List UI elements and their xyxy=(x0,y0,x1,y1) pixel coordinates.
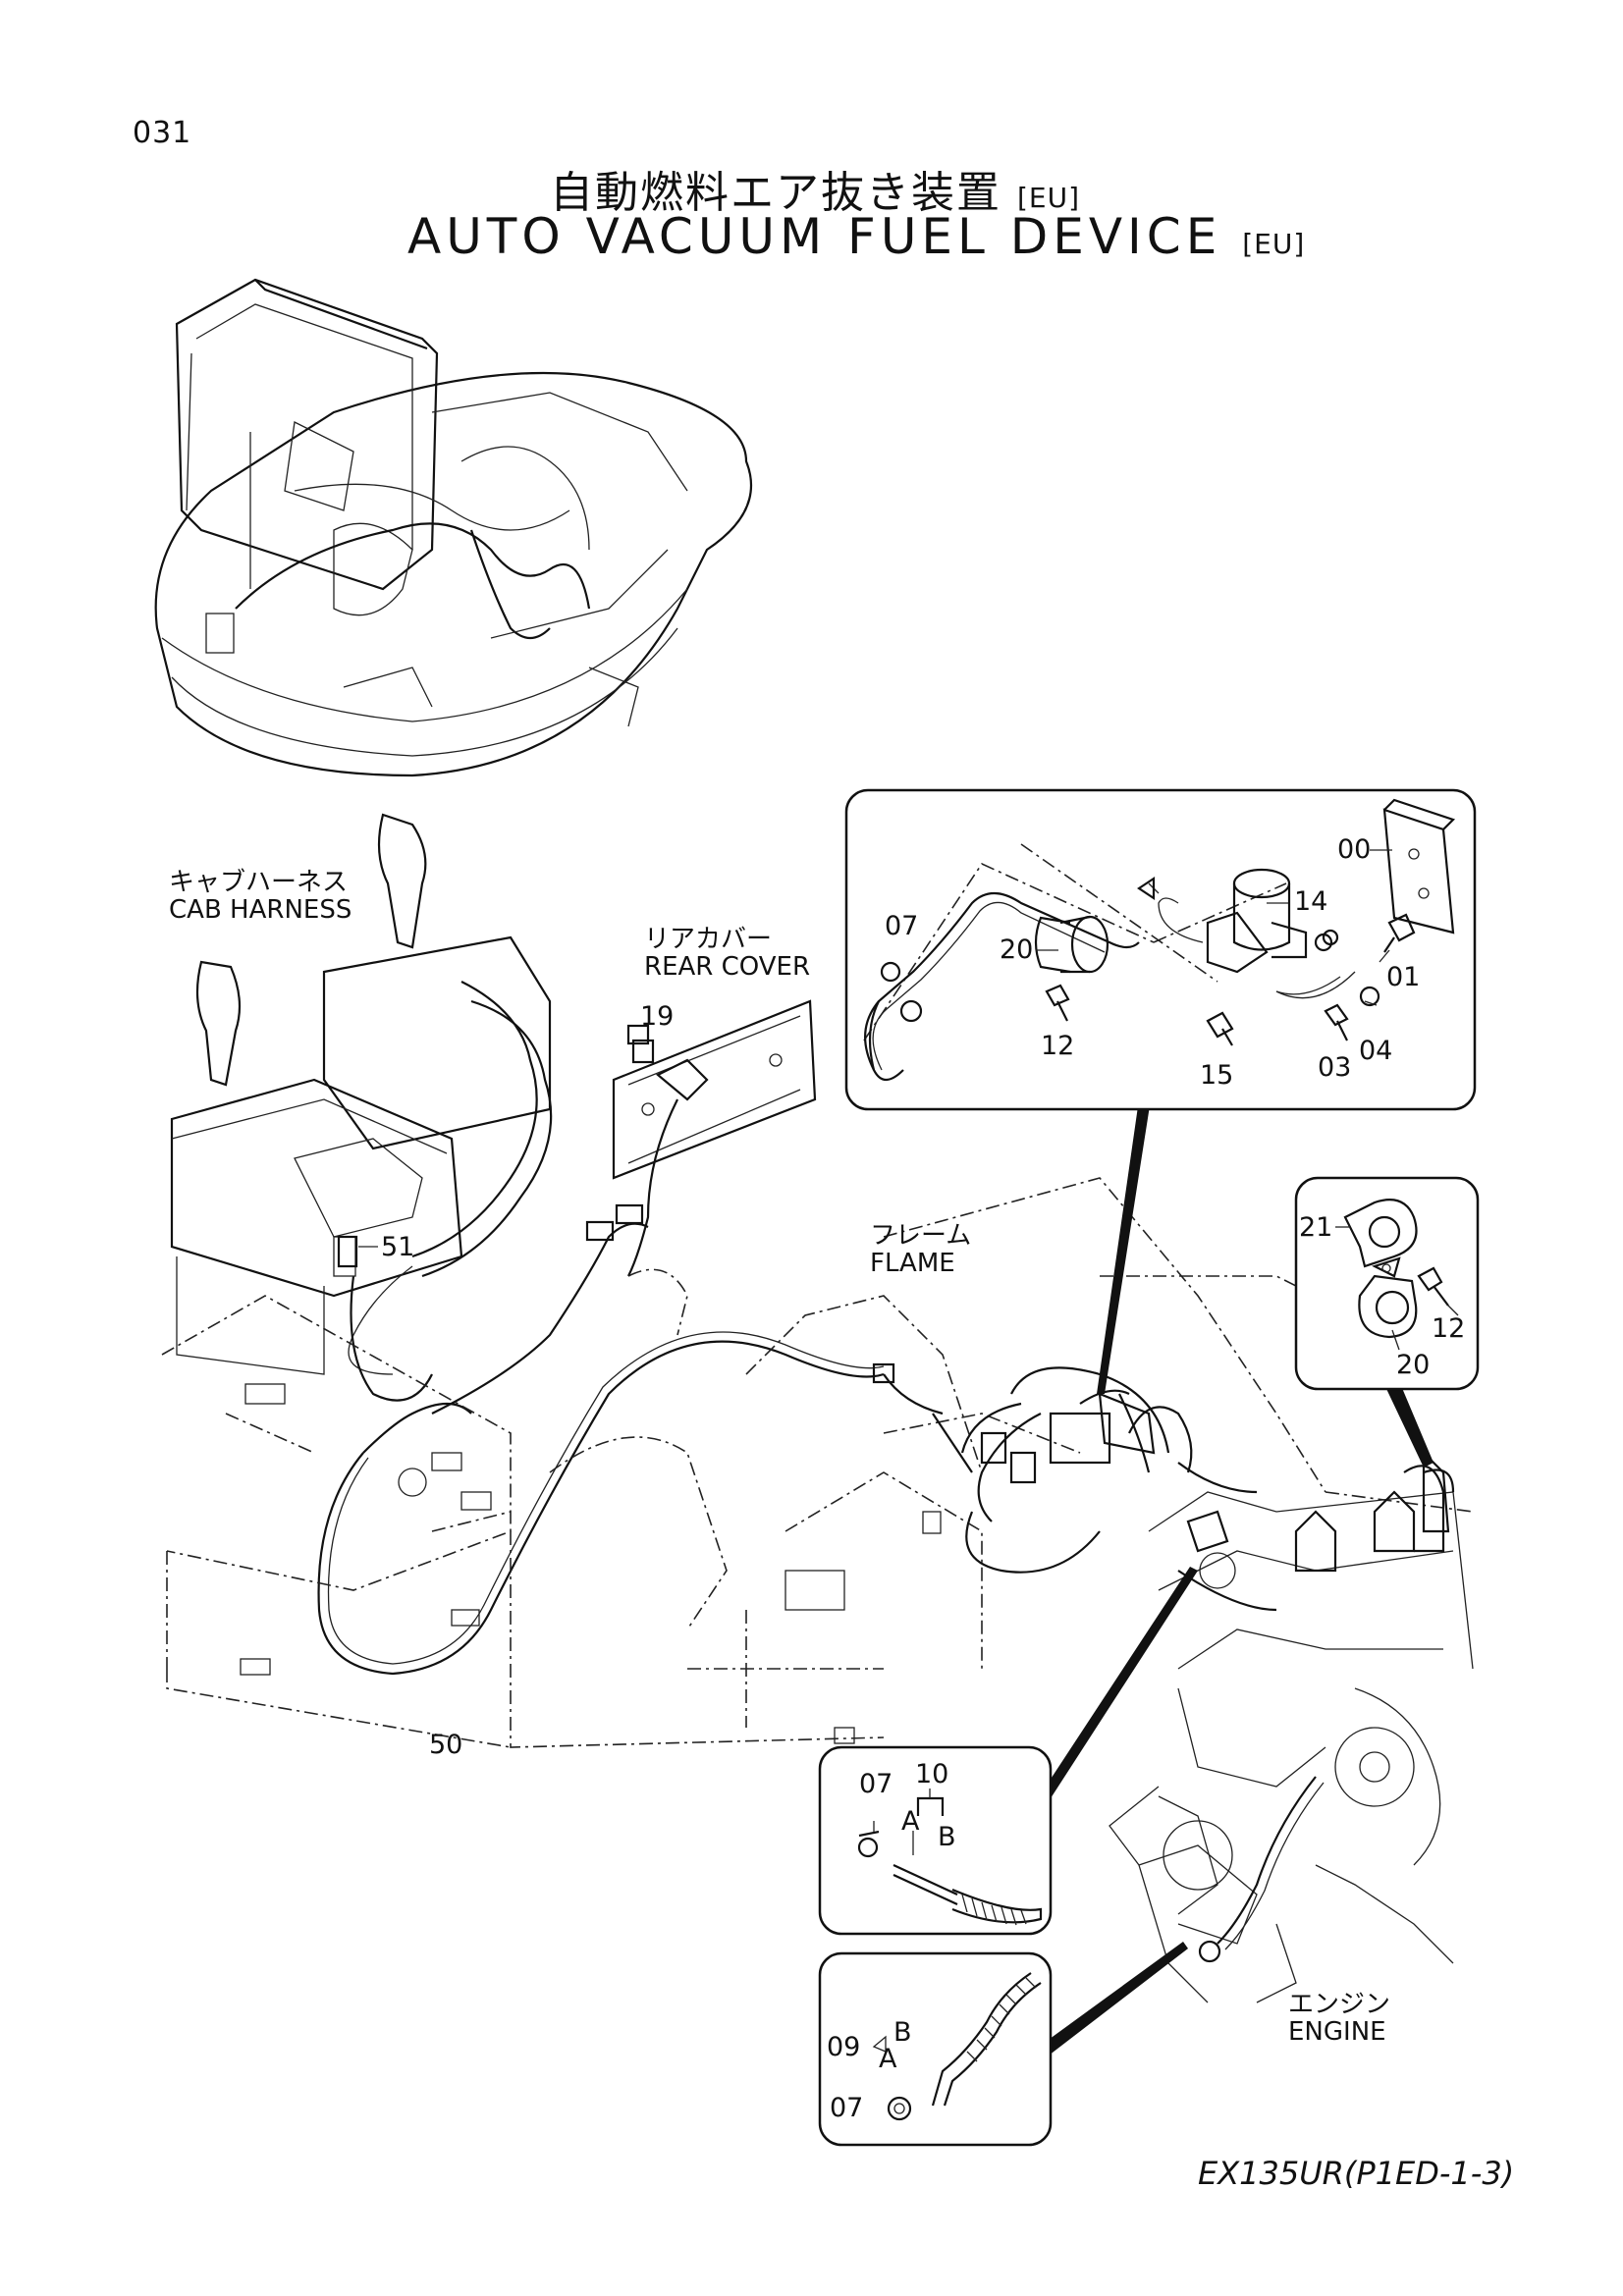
part-number: 20 xyxy=(1000,934,1034,965)
part-number: 09 xyxy=(827,2032,861,2062)
engine-label-en: ENGINE xyxy=(1288,2017,1386,2047)
part-number: 12 xyxy=(1432,1313,1466,1344)
clamp-detail xyxy=(1294,1176,1480,1391)
part-number: 07 xyxy=(859,1769,893,1799)
page-number: 031 xyxy=(133,116,192,150)
part-number: 21 xyxy=(1299,1212,1333,1243)
region-tag: [EU] xyxy=(1017,182,1081,214)
engine-label: エンジン ENGINE xyxy=(1288,1991,1390,2046)
rear-cover-label-en: REAR COVER xyxy=(644,952,811,982)
title-english-text: AUTO VACUUM FUEL DEVICE xyxy=(407,208,1222,265)
part-number: 01 xyxy=(1386,962,1421,992)
cab-harness-label: キャブハーネス CAB HARNESS xyxy=(169,869,352,924)
rear-cover-label: リアカバー REAR COVER xyxy=(644,926,810,981)
callout-pointers xyxy=(1046,1099,1434,2056)
title-japanese-text: 自動燃料エア抜き装置 xyxy=(550,168,1001,218)
cab-harness-label-jp: キャブハーネス xyxy=(169,868,349,897)
flame-label: フレーム FLAME xyxy=(870,1222,971,1277)
cab-harness-label-en: CAB HARNESS xyxy=(169,895,352,925)
hose-letter: B xyxy=(938,1822,956,1852)
part-number: 51 xyxy=(381,1232,415,1262)
hose-letter: A xyxy=(879,2044,897,2074)
part-number: 50 xyxy=(429,1730,463,1760)
hose-letter: B xyxy=(893,2017,912,2048)
page-title-english: AUTO VACUUM FUEL DEVICE [EU] xyxy=(407,208,1305,265)
flame-label-jp: フレーム xyxy=(870,1221,972,1251)
part-number: 07 xyxy=(885,911,919,941)
part-number: 14 xyxy=(1294,886,1328,917)
part-number: 03 xyxy=(1318,1052,1352,1083)
part-number: 19 xyxy=(640,1001,675,1032)
region-tag-en: [EU] xyxy=(1242,228,1306,260)
part-number: 04 xyxy=(1359,1036,1393,1066)
rear-cover-label-jp: リアカバー xyxy=(644,925,773,954)
page-title-japanese: 自動燃料エア抜き装置 [EU] xyxy=(550,157,1080,220)
hose-letter: A xyxy=(901,1806,920,1837)
model-code: EX135UR(P1ED-1-3) xyxy=(1198,2155,1515,2192)
part-number: 12 xyxy=(1041,1031,1075,1061)
machine-frame xyxy=(161,1177,1474,1748)
part-number: 00 xyxy=(1337,834,1372,865)
hose-detail-a xyxy=(818,1745,1053,1936)
excavator-upper-structure xyxy=(154,278,753,777)
part-number: 20 xyxy=(1396,1350,1431,1380)
part-number: 15 xyxy=(1200,1060,1234,1091)
part-number: 07 xyxy=(830,2093,864,2123)
flame-label-en: FLAME xyxy=(870,1249,955,1278)
rear-cover xyxy=(612,999,817,1277)
pump-detail xyxy=(844,788,1477,1111)
engine-label-jp: エンジン xyxy=(1288,1990,1391,2019)
part-number: 10 xyxy=(915,1759,949,1789)
hose-detail-b xyxy=(818,1951,1053,2147)
engine-assembly xyxy=(883,1366,1474,2003)
cab-harness-assembly xyxy=(170,813,895,1676)
